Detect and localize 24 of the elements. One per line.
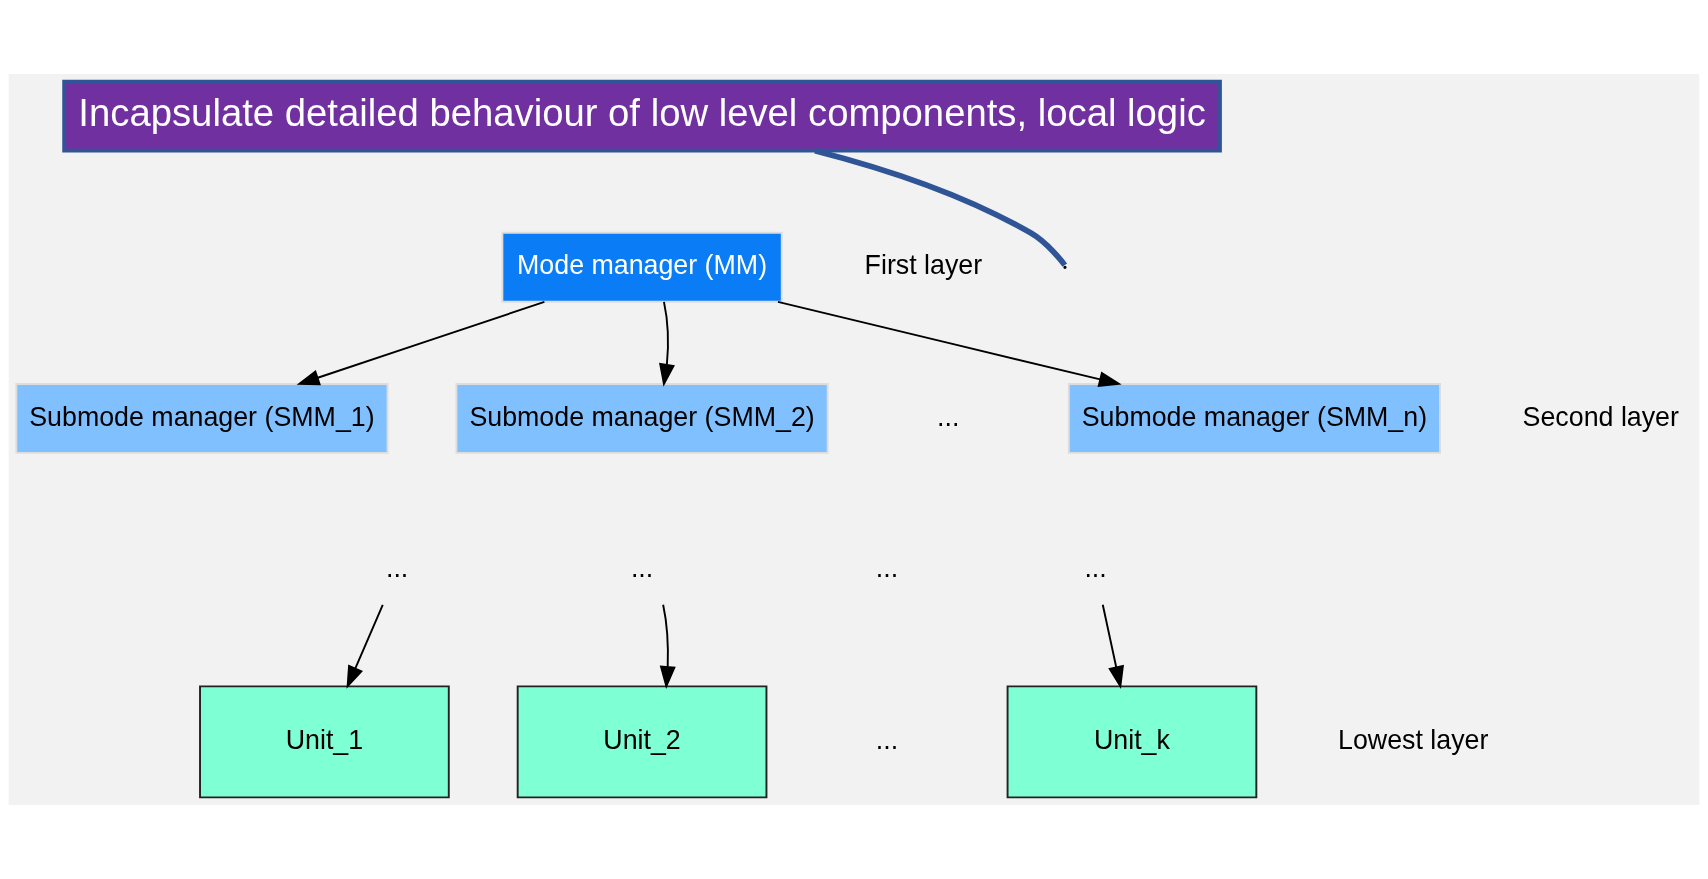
node-box: Incapsulate detailed behaviour of low level components, local logic bbox=[62, 79, 1222, 153]
arrow bbox=[777, 300, 1122, 388]
label: Lowest layer bbox=[1338, 724, 1489, 755]
arrow bbox=[659, 603, 676, 690]
node-text: ... bbox=[630, 552, 654, 583]
node-box: Submode manager (SMM_1) bbox=[15, 383, 389, 454]
label: Second layer bbox=[1522, 401, 1679, 432]
label: ... bbox=[937, 401, 960, 432]
node-box: Unit_1 bbox=[199, 685, 450, 799]
label: ... bbox=[875, 552, 899, 583]
node-box: Unit_2 bbox=[516, 685, 768, 799]
node-text: ... bbox=[385, 552, 409, 583]
connector bbox=[814, 147, 1068, 267]
arrow bbox=[296, 300, 546, 386]
node-box: Unit_k bbox=[1006, 685, 1258, 799]
node-box: Submode manager (SMM_2) bbox=[455, 383, 829, 454]
node-box: Submode manager (SMM_n) bbox=[1067, 383, 1441, 454]
label: ... bbox=[875, 724, 899, 755]
node-text: ... bbox=[1084, 552, 1107, 583]
arrow bbox=[346, 603, 384, 689]
label: First layer bbox=[864, 250, 983, 281]
arrow bbox=[659, 300, 675, 387]
arrow bbox=[1101, 603, 1124, 689]
node-box: Mode manager (MM) bbox=[501, 231, 783, 303]
